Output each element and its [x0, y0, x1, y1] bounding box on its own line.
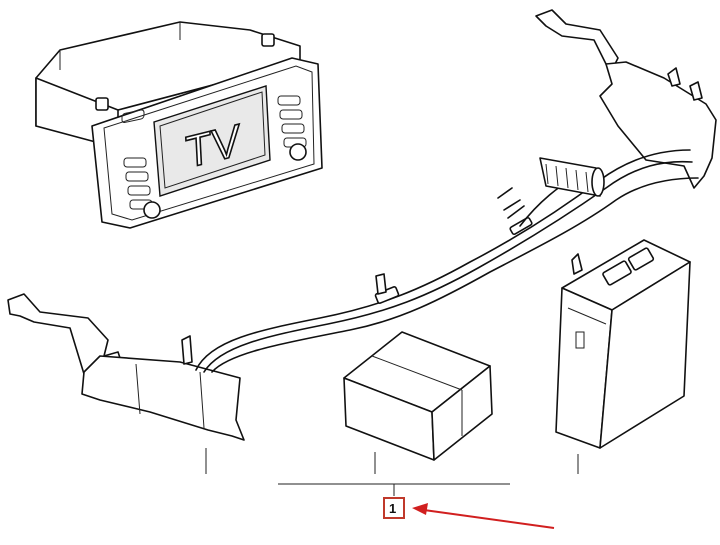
- packaged-part-box: [343, 331, 493, 461]
- left-button-column: [121, 109, 161, 219]
- callout-marker: 1: [383, 497, 405, 519]
- left-mounting-bracket: [7, 293, 245, 441]
- wiring-harness: [195, 149, 699, 373]
- callout-number: 1: [389, 501, 396, 516]
- right-mounting-bracket: [535, 9, 717, 189]
- leader-lines: [205, 448, 579, 496]
- callout-box: [383, 497, 405, 519]
- tv-control-module: [555, 239, 691, 449]
- tv-head-unit: TV: [35, 21, 323, 229]
- red-arrow: [412, 503, 555, 529]
- right-button-column: [277, 95, 307, 161]
- cable-grommet: [539, 157, 605, 197]
